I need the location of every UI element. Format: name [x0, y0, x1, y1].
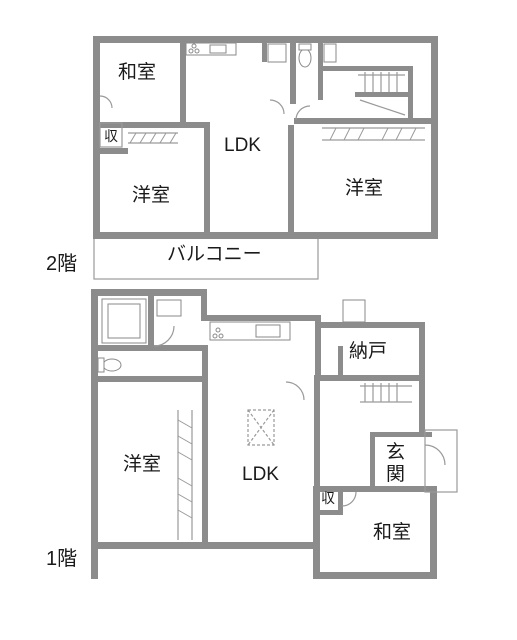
fridge [342, 299, 366, 323]
room-label-balcony: バルコニー [167, 244, 262, 265]
door-swing [153, 325, 175, 347]
stove-burner [194, 48, 200, 54]
floor-label-2f: 2階 [46, 252, 77, 275]
wall [419, 322, 425, 432]
sink [255, 324, 281, 338]
closet-hatch [395, 127, 403, 141]
room-label-genkan-bottom: 関 [386, 464, 405, 485]
washbasin [156, 299, 182, 317]
closet-hatch [129, 132, 137, 144]
wall [431, 36, 438, 239]
room-label-ldk-2f: LDK [224, 135, 261, 156]
wall [262, 36, 267, 62]
door-swing [285, 381, 305, 401]
door-swing [341, 491, 357, 507]
room-label-washitsu-2f: 和室 [118, 61, 156, 83]
stove-burner [191, 43, 197, 49]
room-label-youshitsu-left-2f: 洋室 [132, 184, 170, 206]
door-swing [99, 95, 113, 109]
storage-box [99, 122, 123, 148]
closet-hatch [149, 132, 157, 144]
toilet [298, 48, 312, 68]
wall [180, 36, 186, 128]
bathtub-inner [107, 303, 141, 339]
toilet-tank [97, 357, 105, 373]
room-label-ldk-1f: LDK [242, 464, 279, 485]
wall [202, 345, 208, 545]
wall [98, 345, 208, 351]
closet-hatch [329, 127, 337, 141]
room-label-youshitsu-right-2f: 洋室 [345, 177, 383, 199]
wall [294, 118, 432, 124]
fridge [267, 43, 287, 63]
closet-hatch [159, 132, 167, 144]
wall [91, 289, 207, 296]
first-floor-plan: 納戸 玄 関 洋室 LDK 収 和室 1階 [46, 289, 458, 579]
room-label-storage-1f: 収 [321, 490, 335, 506]
wall [100, 148, 128, 154]
wall [318, 40, 323, 100]
wall [100, 122, 210, 128]
closet [177, 410, 193, 540]
wall [314, 375, 320, 490]
wall [313, 486, 320, 579]
room-label-genkan-top: 玄 [386, 441, 405, 463]
wall [204, 128, 210, 238]
room-label-nando: 納戸 [349, 340, 387, 362]
wall [91, 542, 313, 549]
stairs [358, 72, 406, 116]
wall [430, 486, 437, 579]
toilet [102, 358, 122, 372]
wall [93, 36, 100, 239]
wall [320, 375, 420, 381]
wall [370, 432, 375, 488]
room-label-youshitsu-1f: 洋室 [123, 453, 161, 475]
porch-outline [424, 429, 458, 493]
wall [98, 376, 208, 382]
wall [355, 92, 410, 97]
floor-label-1f: 1階 [46, 547, 77, 570]
door-swing [269, 99, 285, 115]
wall [290, 36, 296, 104]
stove-burner [218, 333, 224, 339]
wall [201, 289, 207, 321]
stove-burner [188, 48, 194, 54]
stove-burner [215, 327, 221, 333]
wall [313, 486, 437, 492]
sink [209, 44, 227, 54]
wall [323, 66, 413, 71]
closet-hatch [139, 132, 147, 144]
stairs [360, 383, 412, 403]
washbasin [323, 43, 337, 63]
closet-hatch [343, 127, 351, 141]
wall [315, 322, 425, 328]
wall [408, 66, 413, 118]
wall [93, 232, 438, 239]
stove-burner [212, 333, 218, 339]
wall [370, 432, 432, 437]
wall [315, 315, 321, 375]
wall [338, 346, 343, 376]
room-label-washitsu-1f: 和室 [373, 521, 411, 543]
skylight [247, 409, 275, 446]
closet-hatch [169, 132, 177, 144]
room-label-storage-2f: 収 [104, 128, 118, 144]
closet-hatch [357, 127, 365, 141]
door-swing [424, 444, 446, 466]
closet-hatch [381, 127, 389, 141]
toilet-tank [298, 43, 312, 51]
wall [201, 315, 321, 321]
door-swing [295, 105, 311, 121]
wall [148, 296, 154, 346]
wall [288, 125, 294, 238]
closet-hatch [409, 127, 417, 141]
wall [338, 487, 343, 515]
wall [313, 572, 437, 579]
wall [91, 289, 98, 579]
second-floor-plan: 和室 収 LDK 洋室 洋室 バルコニー 2階 [46, 36, 438, 280]
wall [320, 510, 342, 515]
